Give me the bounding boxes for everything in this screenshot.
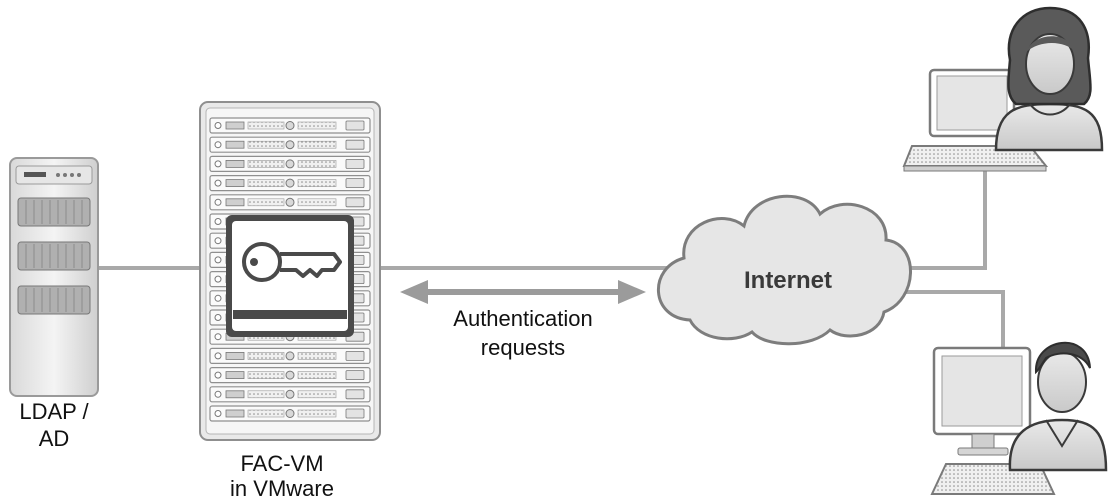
rack-unit	[209, 117, 371, 134]
auth-label-line1: Authentication	[453, 306, 592, 331]
internet-label: Internet	[744, 267, 832, 294]
rack-unit	[209, 405, 371, 422]
male-user-icon	[1008, 342, 1108, 472]
rack-unit	[209, 155, 371, 172]
link-internet-to-laptop	[905, 168, 987, 270]
key-icon	[242, 242, 342, 282]
internet-cloud-icon	[657, 194, 912, 346]
rack-unit	[209, 367, 371, 384]
rack-unit	[209, 136, 371, 153]
rack-unit	[209, 194, 371, 211]
female-user-icon	[994, 6, 1104, 152]
ldap-server-icon	[9, 157, 99, 397]
fac-label-line1: FAC-VM	[240, 451, 323, 476]
key-panel	[226, 215, 354, 337]
rack-unit	[209, 347, 371, 364]
desktop-computer-icon	[930, 346, 1056, 495]
fac-label-line2: in VMware	[230, 476, 334, 501]
ldap-label-line1: LDAP /	[19, 399, 89, 424]
rack-unit	[209, 175, 371, 192]
ldap-label-line2: AD	[39, 426, 70, 451]
auth-label-line2: requests	[481, 335, 565, 360]
rack-unit	[209, 386, 371, 403]
auth-requests-arrow	[400, 280, 646, 304]
link-internet-to-desktop	[905, 290, 1005, 350]
